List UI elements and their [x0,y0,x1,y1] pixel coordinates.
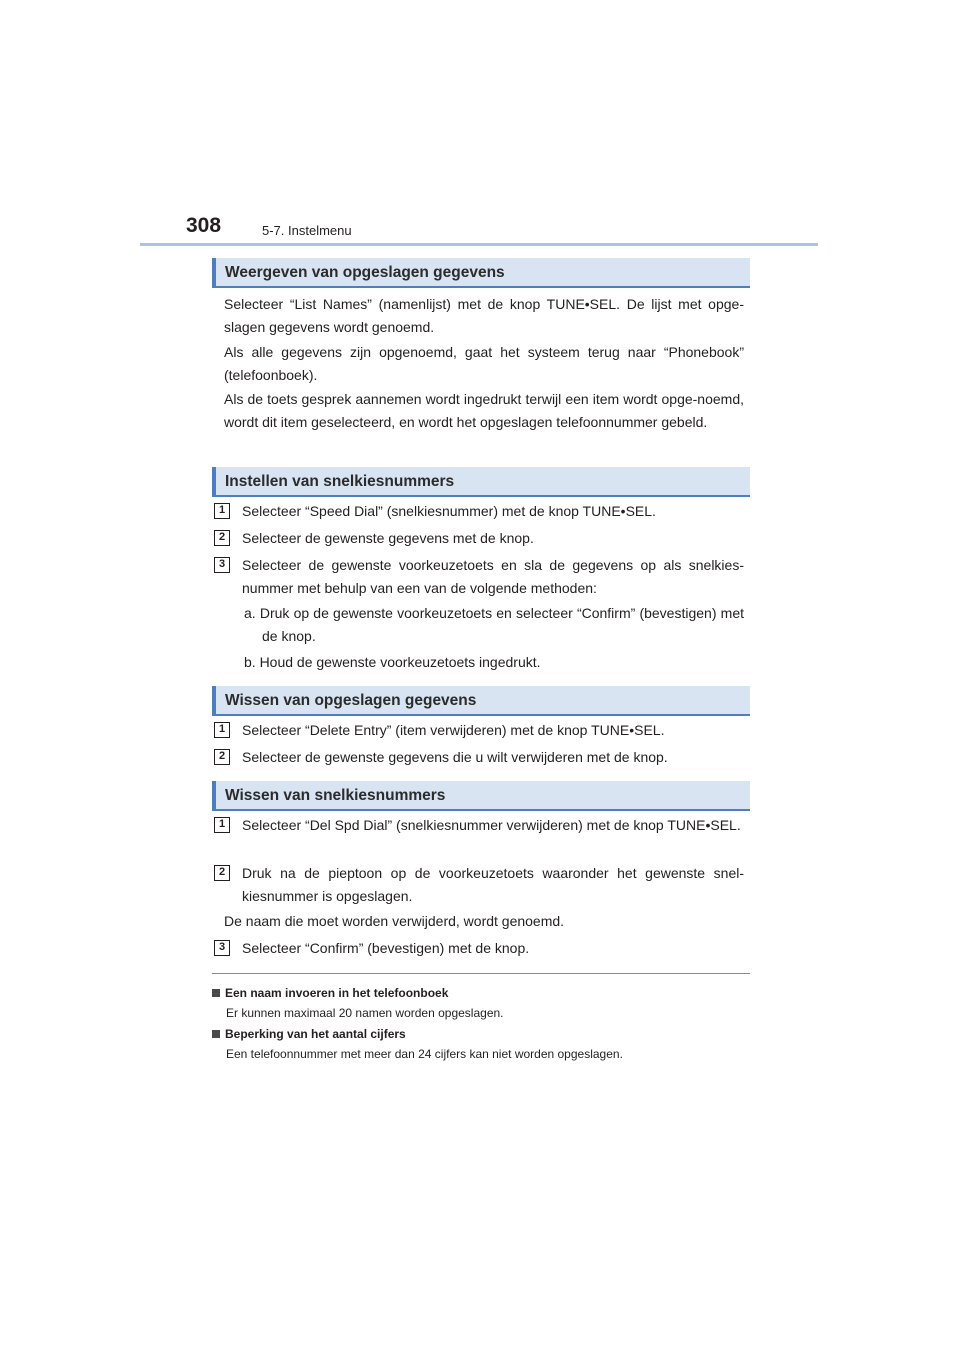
square-bullet-icon [212,1030,220,1038]
section-heading-wissen-gegevens: Wissen van opgeslagen gegevens [212,686,750,716]
header-rule [140,243,818,246]
page-number: 308 [186,214,222,237]
step-text: Selecteer “Confirm” (bevestigen) met de … [242,940,530,956]
note-title: Een naam invoeren in het telefoonboek [212,986,448,1000]
substep-text: a. Druk op de gewenste voorkeuzetoets en… [244,605,744,644]
section-heading-weergeven: Weergeven van opgeslagen gegevens [212,258,750,288]
note-title: Beperking van het aantal cijfers [212,1027,406,1041]
notes-divider [212,973,750,974]
step-text: Selecteer de gewenste gegevens die u wil… [242,749,668,765]
step-text: Selecteer “Speed Dial” (snelkiesnummer) … [242,503,656,519]
paragraph: Als alle gegevens zijn opgenoemd, gaat h… [224,344,744,383]
result-note: De naam die moet worden verwijderd, word… [224,913,565,929]
step-number-badge: 2 [214,530,230,546]
step-number-badge: 3 [214,940,230,956]
section-heading-label: Instellen van snelkiesnummers [225,473,455,490]
step-number-badge: 2 [214,865,230,881]
section-heading-label: Wissen van opgeslagen gegevens [225,692,477,709]
square-bullet-icon [212,989,220,997]
note-text: Er kunnen maximaal 20 namen worden opges… [226,1006,504,1020]
step-number-badge: 1 [214,503,230,519]
section-heading-instellen: Instellen van snelkiesnummers [212,467,750,497]
step-number-badge: 1 [214,722,230,738]
note-text: Een telefoonnummer met meer dan 24 cijfe… [226,1047,623,1061]
section-heading-label: Wissen van snelkiesnummers [225,787,446,804]
paragraph: Als de toets gesprek aannemen wordt inge… [224,391,744,430]
section-heading-label: Weergeven van opgeslagen gegevens [225,264,505,281]
chapter-title: 5-7. Instelmenu [262,223,352,238]
step-text: Selecteer “Delete Entry” (item verwijder… [242,722,665,738]
paragraph: Selecteer “List Names” (namenlijst) met … [224,296,744,335]
step-text: Selecteer de gewenste gegevens met de kn… [242,530,534,546]
section-heading-wissen-snelkies: Wissen van snelkiesnummers [212,781,750,811]
step-text: Selecteer “Del Spd Dial” (snelkiesnummer… [242,817,741,833]
step-number-badge: 1 [214,817,230,833]
substep-text: b. Houd de gewenste voorkeuzetoets inged… [244,654,541,670]
step-text: Selecteer de gewenste voorkeuzetoets en … [242,557,744,596]
step-number-badge: 3 [214,557,230,573]
step-text: Druk na de pieptoon op de voorkeuzetoets… [242,865,744,904]
step-number-badge: 2 [214,749,230,765]
